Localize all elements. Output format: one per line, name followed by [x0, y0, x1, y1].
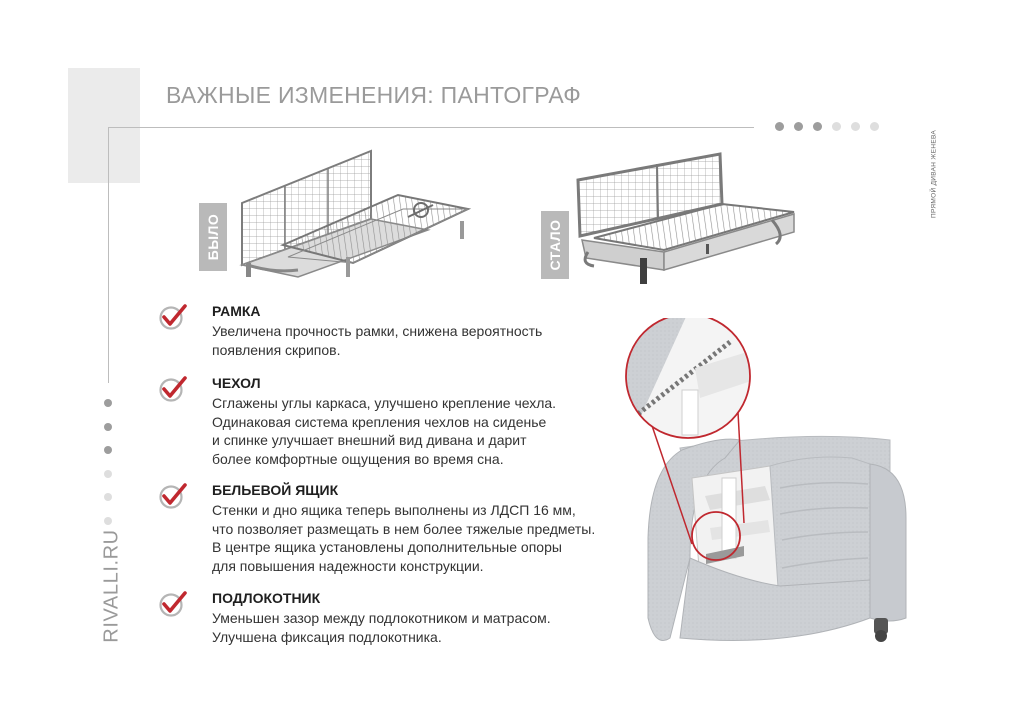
checkmark-icon: [159, 304, 187, 330]
brand-watermark: RIVALLI.RU: [97, 529, 127, 643]
feature-title: ЧЕХОЛ: [212, 375, 261, 391]
pagination-left-dot[interactable]: [104, 469, 112, 478]
feature-title: РАМКА: [212, 303, 261, 319]
checkmark-icon: [159, 483, 187, 509]
pagination-top-dot[interactable]: [813, 122, 822, 131]
checkmark-icon: [159, 591, 187, 617]
feature-title: ПОДЛОКОТНИК: [212, 590, 321, 606]
feature-description: Увеличена прочность рамки, снижена вероя…: [212, 323, 543, 358]
title-divider: [108, 127, 754, 128]
checkmark-icon: [159, 376, 187, 402]
page-title: ВАЖНЫЕ ИЗМЕНЕНИЯ: ПАНТОГРАФ: [166, 82, 582, 108]
pagination-top-dot[interactable]: [851, 122, 860, 131]
pagination-top-dot[interactable]: [794, 122, 803, 131]
before-label-text: БЫЛО: [205, 213, 221, 261]
pagination-left-dot[interactable]: [104, 516, 112, 525]
product-caption: ПРЯМОЙ ДИВАН ЖЕНЕВА: [927, 128, 941, 220]
pagination-top-dot[interactable]: [775, 122, 784, 131]
brand-text: RIVALLI.RU: [100, 529, 123, 643]
before-label: БЫЛО: [199, 203, 227, 271]
pagination-left-dot[interactable]: [104, 446, 112, 454]
pagination-dots-left: [104, 399, 112, 525]
after-label: СТАЛО: [541, 211, 569, 279]
feature-item: БЕЛЬЕВОЙ ЯЩИК Стенки и дно ящика теперь в…: [158, 482, 648, 574]
sofa-storage-illustration: [625, 318, 907, 642]
frame-after-illustration: [576, 152, 795, 284]
pagination-left-dot[interactable]: [104, 399, 112, 407]
feature-description: Уменьшен зазор между подлокотником и мат…: [212, 610, 551, 645]
pagination-left-dot[interactable]: [104, 493, 112, 501]
feature-item: ЧЕХОЛ Сглажены углы каркаса, улучшено кре…: [158, 375, 648, 467]
frame-before-illustration: [239, 149, 472, 278]
product-caption-text: ПРЯМОЙ ДИВАН ЖЕНЕВА: [930, 129, 938, 219]
feature-title: БЕЛЬЕВОЙ ЯЩИК: [212, 482, 339, 498]
feature-item: ПОДЛОКОТНИК Уменьшен зазор между подлокот…: [158, 590, 648, 680]
pagination-dots-top: [775, 122, 879, 131]
feature-item: РАМКА Увеличена прочность рамки, снижена …: [158, 303, 648, 393]
after-label-text: СТАЛО: [547, 219, 563, 271]
corner-decor-block: [68, 68, 140, 183]
pagination-left-dot[interactable]: [104, 422, 112, 431]
pagination-top-dot[interactable]: [832, 122, 841, 131]
feature-description: Стенки и дно ящика теперь выполнены из Л…: [212, 502, 596, 574]
left-divider: [108, 127, 109, 383]
pagination-top-dot[interactable]: [870, 122, 879, 131]
feature-description: Сглажены углы каркаса, улучшено креплени…: [212, 395, 557, 467]
